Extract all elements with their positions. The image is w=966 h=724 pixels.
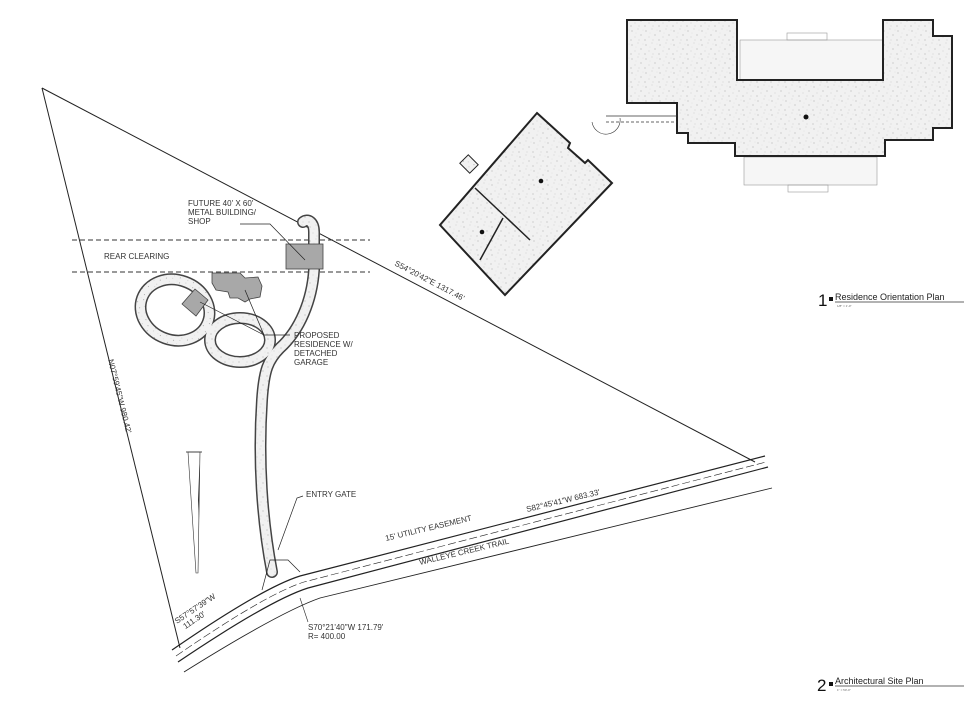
garage-leader [199,301,265,336]
bearing-southwest: S57°57'39"W 111.30' [173,591,224,634]
driveway [134,214,320,578]
bearing-curve: S70°21'40"W 171.79' R= 400.00 [308,623,386,641]
main-house-floor [626,19,953,157]
future-building-label: FUTURE 40' X 60' METAL BUILDING/ SHOP [188,199,258,226]
bearing-northeast: S54°20'42"E 1317.46' [393,259,466,303]
entry-gate-leader [277,495,304,551]
utility-easement-label: 15' UTILITY EASEMENT [384,514,472,543]
property-line-west [41,87,181,649]
property-line-northeast [41,87,756,463]
garage-interior-wall-2 [479,217,504,261]
shop-leader [240,223,306,261]
walleye-creek-trail-road [171,455,773,673]
garage-center-marker-icon [538,178,544,184]
curve-leader [299,597,309,623]
proposed-residence-footprint [211,272,263,303]
title-block-2: 2 Architectural Site Plan 1" = 50'-0" [817,676,964,695]
garage-interior-wall [474,187,531,241]
breezeway-arc [591,117,621,135]
front-porch [743,156,878,186]
detached-garage-floor [438,111,614,297]
title-block-2-title: Architectural Site Plan [835,676,924,686]
garage-room-marker-icon [479,229,485,235]
proposed-residence-label: PROPOSED RESIDENCE W/ DETACHED GARAGE [294,331,355,367]
residence-orientation-plan [438,19,953,297]
rear-clearing-label: REAR CLEARING [104,252,169,261]
site-plan: FUTURE 40' X 60' METAL BUILDING/ SHOP RE… [41,87,773,673]
rear-porch-steps [786,32,828,41]
detached-garage-footprint [181,288,209,317]
entry-gate-label: ENTRY GATE [306,490,356,499]
house-center-marker-icon [803,114,809,120]
title-block-2-scale: 1" = 50'-0" [837,688,851,692]
title-block-1-scale: 1/8" = 1'-0" [837,304,852,308]
garage-bump [459,154,479,174]
title-block-1: 1 Residence Orientation Plan 1/8" = 1'-0… [818,291,964,310]
title-block-1-number: 1 [818,291,827,310]
bearing-west: N07°59'45"W 980.42' [106,358,133,434]
front-porch-steps [787,184,829,193]
north-arrow-icon [186,451,202,574]
rear-porch [739,39,884,81]
future-shop-building [285,243,324,270]
title-block-1-title: Residence Orientation Plan [835,292,945,302]
title-block-2-number: 2 [817,676,826,695]
